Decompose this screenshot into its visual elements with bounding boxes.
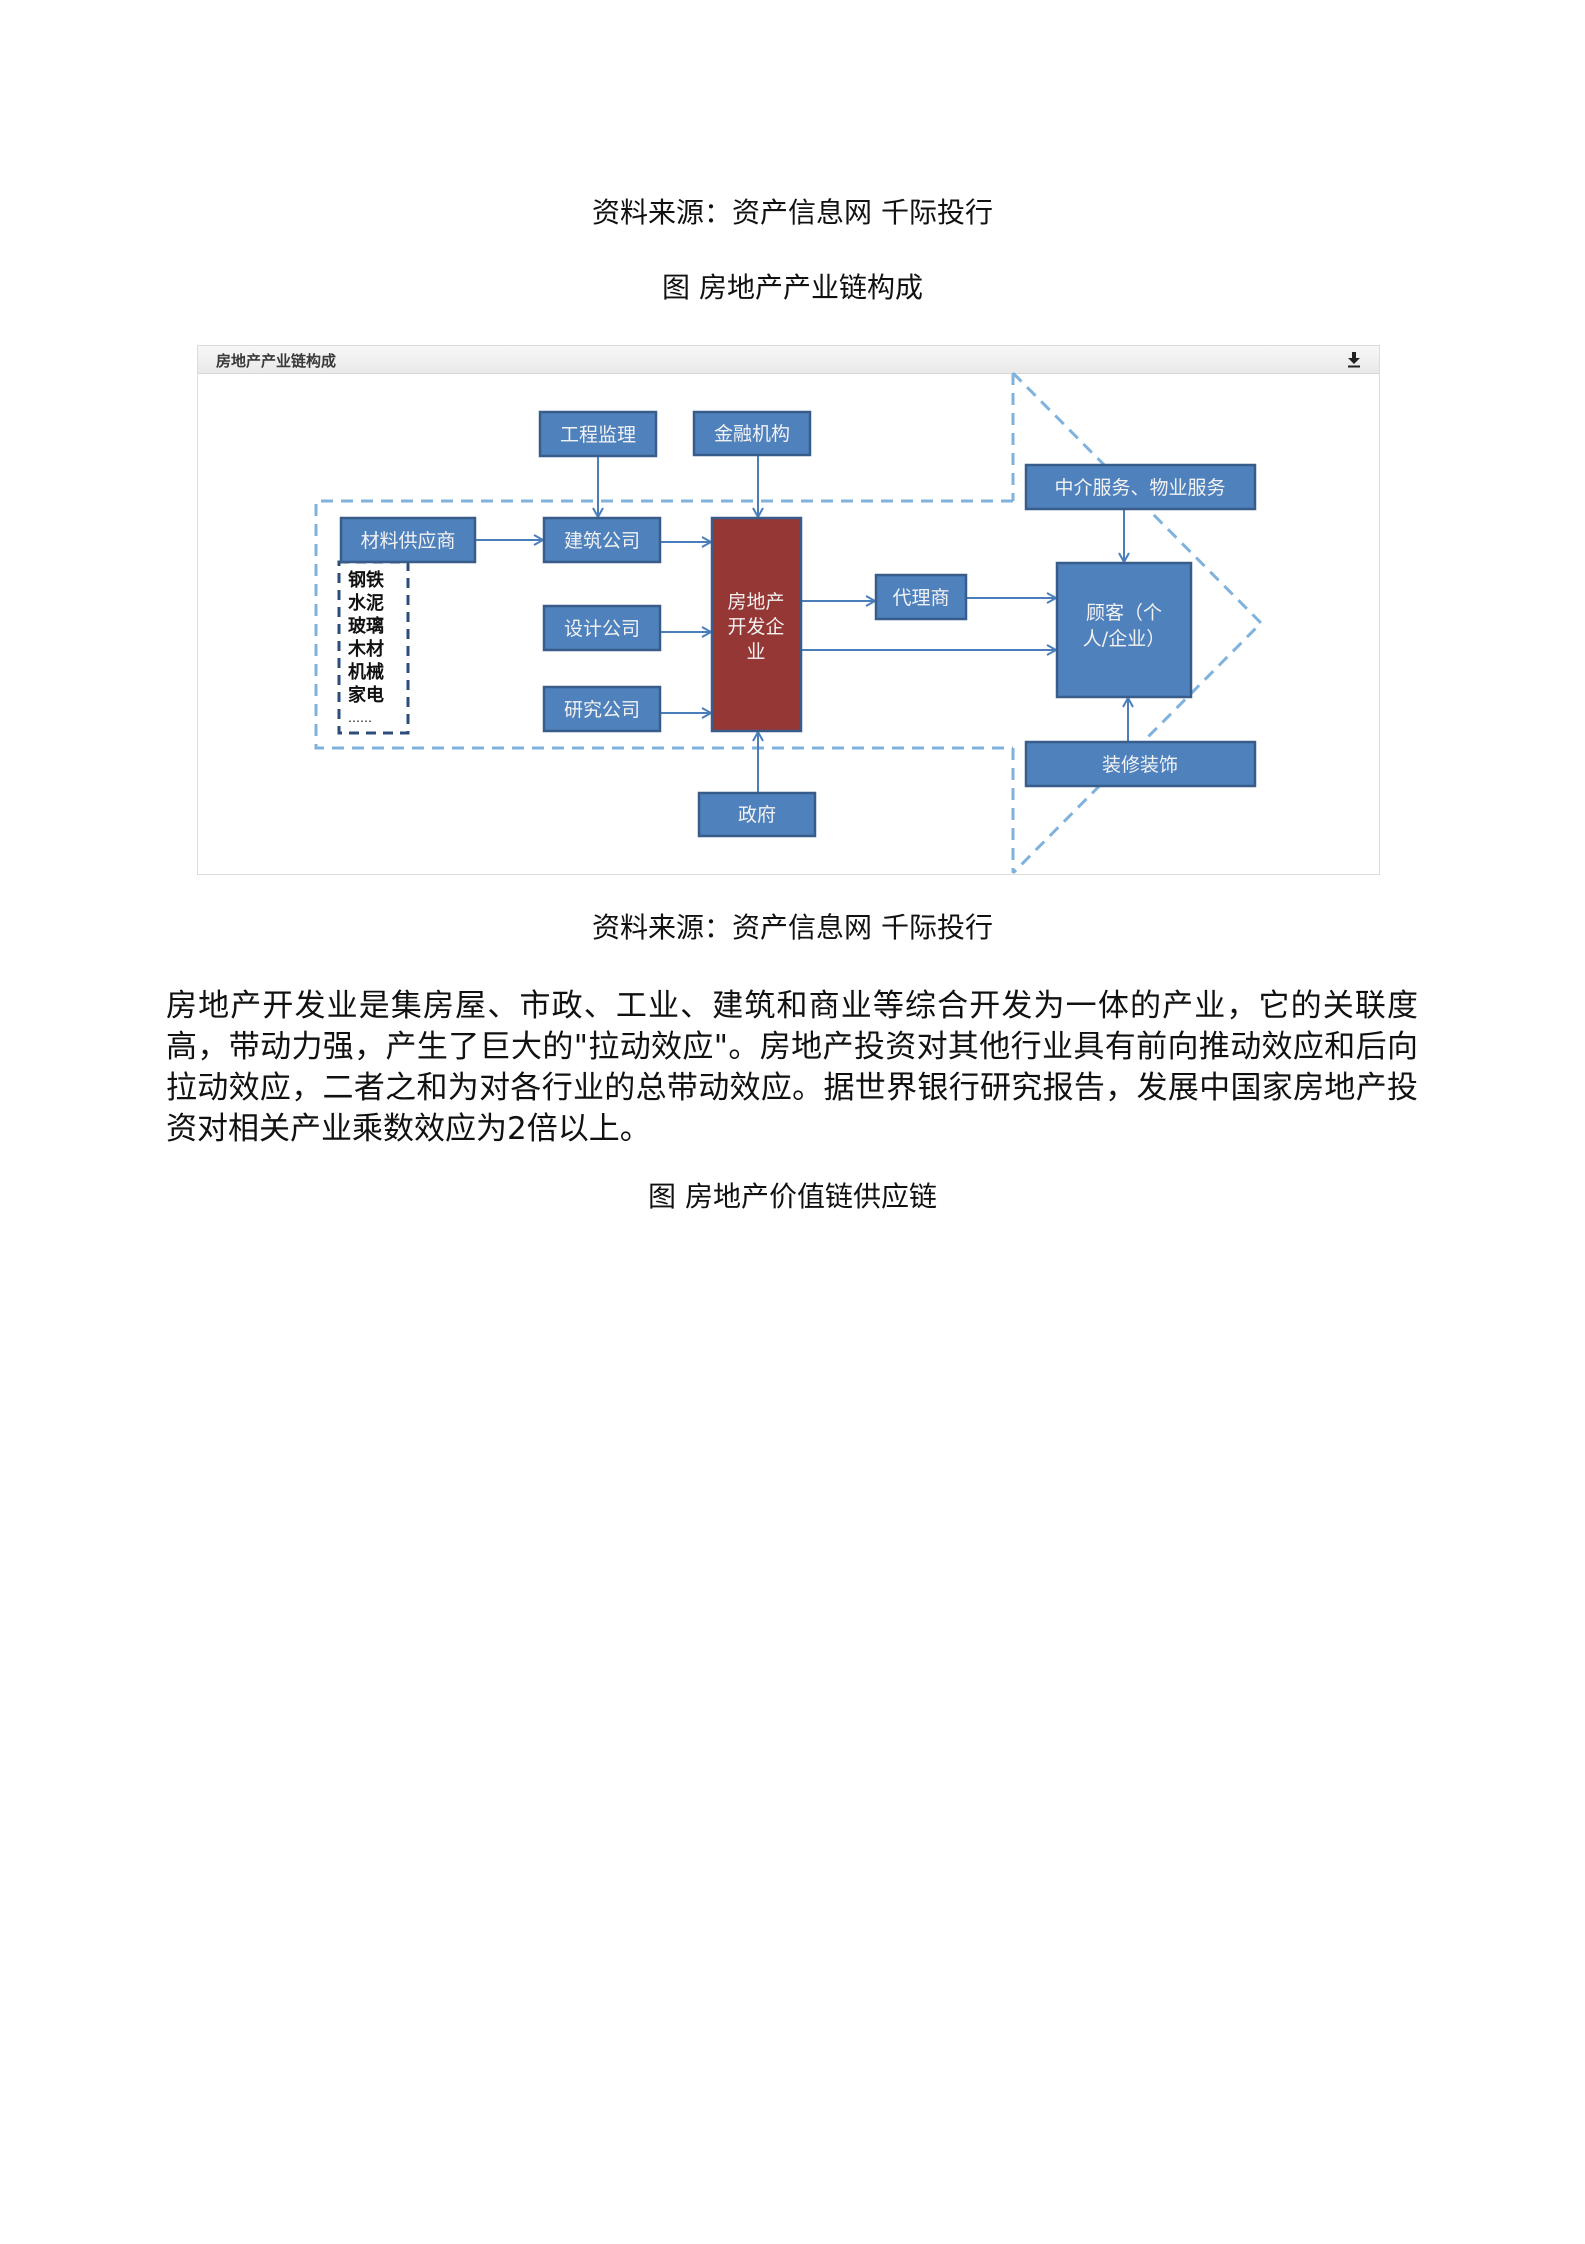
- materials-item-more: ……: [348, 711, 372, 725]
- node-decoration: [1024, 740, 1257, 788]
- node-intermediary: [1024, 463, 1257, 511]
- source-caption-top: 资料来源：资产信息网 千际投行: [592, 196, 993, 229]
- node-government: [697, 791, 817, 838]
- node-developer-label-2: 开发企: [727, 616, 784, 638]
- figure-title-industry-chain: 图 房地产产业链构成: [662, 271, 923, 304]
- node-design: [542, 604, 662, 652]
- node-supervision-label: 工程监理: [560, 424, 636, 446]
- node-agent-label: 代理商: [892, 587, 949, 609]
- figure-title-value-chain: 图 房地产价值链供应链: [648, 1180, 937, 1213]
- figure-header-title: 房地产产业链构成: [216, 352, 337, 370]
- industry-chain-figure: 房地产产业链构成: [197, 345, 1380, 875]
- node-materials-label: 材料供应商: [360, 530, 455, 552]
- node-decoration-label: 装修装饰: [1102, 754, 1178, 776]
- node-construction: [542, 516, 662, 564]
- materials-item: 机械: [348, 661, 384, 683]
- node-finance-label: 金融机构: [714, 423, 790, 445]
- node-research-label: 研究公司: [564, 699, 640, 721]
- materials-item: 木材: [347, 638, 384, 660]
- node-finance: [692, 410, 812, 457]
- industry-chain-diagram: 钢铁 水泥 玻璃 木材 机械 家电 …… 工程监理 金融机构 材: [314, 371, 1264, 875]
- body-paragraph: 房地产开发业是集房屋、市政、工业、建筑和商业等综合开发为一体的产业，它的关联度高…: [166, 988, 1418, 1147]
- node-government-label: 政府: [738, 804, 776, 826]
- node-supervision: [538, 410, 658, 458]
- node-construction-label: 建筑公司: [564, 530, 640, 552]
- node-materials: [339, 516, 477, 564]
- source-caption-bottom: 资料来源：资产信息网 千际投行: [592, 911, 993, 944]
- materials-item: 家电: [348, 684, 384, 706]
- node-developer-label-1: 房地产: [727, 591, 784, 613]
- materials-item: 水泥: [348, 592, 384, 614]
- connector-arrows: [475, 455, 1128, 793]
- node-customer-label-1: 顾客（个: [1086, 602, 1162, 624]
- node-research: [542, 685, 662, 733]
- node-developer-label-3: 业: [746, 641, 765, 663]
- dashed-chain-outline: [314, 371, 1264, 875]
- node-agent: [874, 573, 968, 621]
- node-customer-label-2: 人/企业）: [1083, 628, 1165, 650]
- node-design-label: 设计公司: [564, 618, 640, 640]
- download-icon[interactable]: [1347, 352, 1361, 368]
- node-developer: [710, 516, 803, 733]
- node-intermediary-label: 中介服务、物业服务: [1054, 477, 1225, 499]
- figure-header: 房地产产业链构成: [198, 346, 1379, 374]
- materials-list: 钢铁 水泥 玻璃 木材 机械 家电 ……: [347, 569, 384, 725]
- materials-item: 钢铁: [348, 569, 384, 591]
- materials-item: 玻璃: [348, 615, 384, 637]
- node-customer: [1055, 561, 1193, 699]
